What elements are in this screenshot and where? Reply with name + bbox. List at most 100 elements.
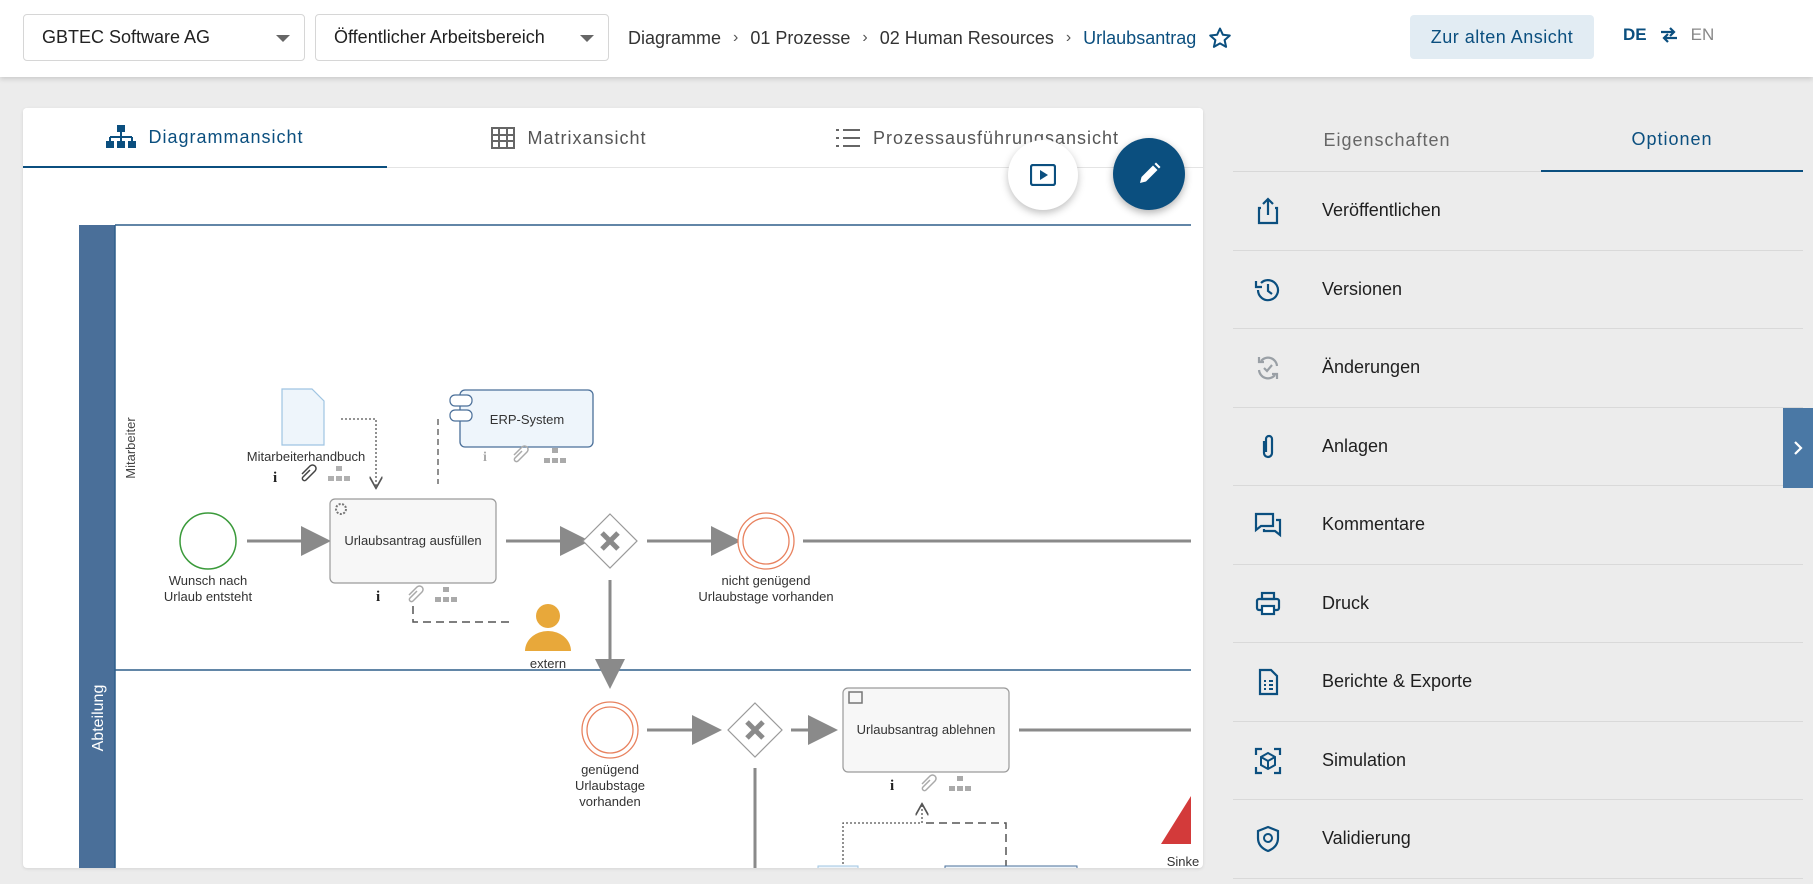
start-event[interactable]: Wunsch nach Urlaub entsteht xyxy=(164,512,253,604)
right-panel: Eigenschaften Optionen Veröffentlichen V… xyxy=(1233,108,1803,884)
comments-icon xyxy=(1254,512,1282,538)
hierarchy-icon[interactable] xyxy=(435,587,457,602)
breadcrumb-item-diagrams[interactable]: Diagramme xyxy=(628,27,722,48)
chevron-right-icon xyxy=(1794,441,1803,455)
option-changes[interactable]: Änderungen xyxy=(1233,329,1803,408)
option-versions-label: Versionen xyxy=(1322,278,1403,299)
paperclip-icon xyxy=(1262,434,1274,458)
hierarchy-icon[interactable] xyxy=(328,466,350,481)
pool-header xyxy=(79,225,115,868)
view-tabs: Diagrammansicht Matrixansicht Prozessaus… xyxy=(23,108,1203,168)
event2-label-line3: vorhanden xyxy=(579,794,640,809)
edit-button[interactable] xyxy=(1113,138,1185,210)
breadcrumb-item-processes[interactable]: 01 Prozesse xyxy=(750,27,851,48)
lang-en[interactable]: EN xyxy=(1690,25,1715,44)
share-icon xyxy=(1257,197,1279,225)
start-event-label-line1: Wunsch nach xyxy=(169,573,248,588)
lang-de[interactable]: DE xyxy=(1623,25,1647,44)
tab-options[interactable]: Optionen xyxy=(1541,108,1803,172)
option-versions[interactable]: Versionen xyxy=(1233,251,1803,329)
option-simulation[interactable]: Simulation xyxy=(1233,722,1803,800)
favorite-star-icon[interactable] xyxy=(1208,26,1232,50)
end-event1-label-line1: nicht genügend xyxy=(722,573,811,588)
task2-label: Urlaubsantrag ablehnen xyxy=(857,722,996,737)
option-publish[interactable]: Veröffentlichen xyxy=(1233,172,1803,251)
option-simulation-label: Simulation xyxy=(1322,749,1407,770)
task1-attributes[interactable]: i xyxy=(376,585,457,605)
tab-process-execution-view-label: Prozessausführungsansicht xyxy=(872,127,1120,148)
validation-icon xyxy=(1256,825,1280,853)
option-attachments-label: Anlagen xyxy=(1322,435,1389,456)
language-switch[interactable]: DE EN xyxy=(1623,25,1714,45)
paperclip-icon[interactable] xyxy=(301,464,317,482)
workspace-select[interactable]: Öffentlicher Arbeitsbereich xyxy=(315,14,609,61)
history-icon xyxy=(1254,278,1280,301)
option-attachments[interactable]: Anlagen xyxy=(1233,408,1803,486)
changes-icon xyxy=(1257,356,1279,380)
risk-icon[interactable]: Sinke xyxy=(1161,796,1199,868)
simulation-icon xyxy=(1254,747,1282,774)
event-enough-days[interactable]: genügend Urlaubstage vorhanden xyxy=(575,701,645,809)
gateway-2[interactable] xyxy=(727,702,783,758)
collapse-panel-button[interactable] xyxy=(1783,408,1813,488)
tab-matrix-view-label: Matrixansicht xyxy=(527,127,647,148)
task-reject-leave-request[interactable]: Urlaubsantrag ablehnen xyxy=(842,687,1010,773)
tab-matrix-view[interactable]: Matrixansicht xyxy=(387,108,751,168)
gear-icon xyxy=(335,503,347,515)
breadcrumb: Diagramme › 01 Prozesse › 02 Human Resou… xyxy=(628,26,1232,50)
option-print[interactable]: Druck xyxy=(1233,565,1803,643)
tab-diagram-view-label: Diagrammansicht xyxy=(148,126,304,147)
grid-icon xyxy=(491,127,516,149)
old-view-button[interactable]: Zur alten Ansicht xyxy=(1410,15,1594,59)
report-icon xyxy=(1258,668,1279,696)
top-bar: GBTEC Software AG Öffentlicher Arbeitsbe… xyxy=(0,0,1813,77)
script-icon xyxy=(848,691,863,704)
hierarchy-icon[interactable] xyxy=(949,776,971,791)
paperclip-icon[interactable] xyxy=(921,774,937,792)
document-attributes[interactable]: i xyxy=(273,464,350,486)
diagram-canvas[interactable]: Abteilung Mitarbeiter Mitarbeiterhandbuc… xyxy=(23,108,1203,868)
gateway-1[interactable] xyxy=(582,513,638,569)
option-comments-label: Kommentare xyxy=(1322,514,1426,535)
task1-label: Urlaubsantrag ausfüllen xyxy=(344,533,481,548)
option-validation[interactable]: Validierung xyxy=(1233,800,1803,879)
info-icon[interactable]: i xyxy=(483,450,487,465)
end-event-not-enough-days[interactable]: nicht genügend Urlaubstage vorhanden xyxy=(698,512,834,604)
tab-properties[interactable]: Eigenschaften xyxy=(1323,129,1451,150)
present-button[interactable] xyxy=(1008,140,1078,210)
option-publish-label: Veröffentlichen xyxy=(1322,200,1441,221)
start-event-label-line2: Urlaub entsteht xyxy=(164,589,253,604)
info-icon[interactable]: i xyxy=(273,470,277,486)
printer-icon xyxy=(1255,591,1281,615)
document-label: Mitarbeiterhandbuch xyxy=(247,449,366,464)
chevron-down-icon xyxy=(580,35,594,42)
it-system-attributes[interactable]: i xyxy=(483,445,566,465)
paperclip-icon[interactable] xyxy=(408,585,424,603)
role-extern[interactable]: extern xyxy=(525,604,571,671)
end-event1-label-line2: Urlaubstage vorhanden xyxy=(698,589,833,604)
info-icon[interactable]: i xyxy=(890,778,894,794)
task2-attributes[interactable]: i xyxy=(890,774,971,794)
swap-icon[interactable] xyxy=(1659,26,1679,44)
it-system-label: ERP-System xyxy=(490,412,564,427)
options-list: Veröffentlichen Versionen Änderungen Anl… xyxy=(1233,172,1803,879)
option-reports-exports[interactable]: Berichte & Exporte xyxy=(1233,643,1803,722)
chevron-right-icon: › xyxy=(1065,29,1072,46)
list-icon xyxy=(835,129,860,147)
option-comments[interactable]: Kommentare xyxy=(1233,486,1803,565)
hierarchy-icon[interactable] xyxy=(544,448,566,463)
workspace-select-value: Öffentlicher Arbeitsbereich xyxy=(334,27,545,47)
event2-label-line1: genügend xyxy=(581,762,639,777)
pool-label: Abteilung xyxy=(90,685,107,752)
paperclip-icon[interactable] xyxy=(513,445,529,463)
option-reports-exports-label: Berichte & Exporte xyxy=(1322,671,1473,692)
info-icon[interactable]: i xyxy=(376,589,380,605)
company-select[interactable]: GBTEC Software AG xyxy=(23,14,305,61)
tab-diagram-view[interactable]: Diagrammansicht xyxy=(23,108,387,168)
it-system-erp[interactable]: ERP-System xyxy=(449,389,594,448)
breadcrumb-item-hr[interactable]: 02 Human Resources xyxy=(879,27,1054,48)
task-fill-leave-request[interactable]: Urlaubsantrag ausfüllen xyxy=(329,498,497,584)
document-mitarbeiterhandbuch[interactable]: Mitarbeiterhandbuch xyxy=(247,388,366,464)
play-icon xyxy=(1030,164,1056,186)
breadcrumb-item-current: Urlaubsantrag xyxy=(1083,27,1197,48)
